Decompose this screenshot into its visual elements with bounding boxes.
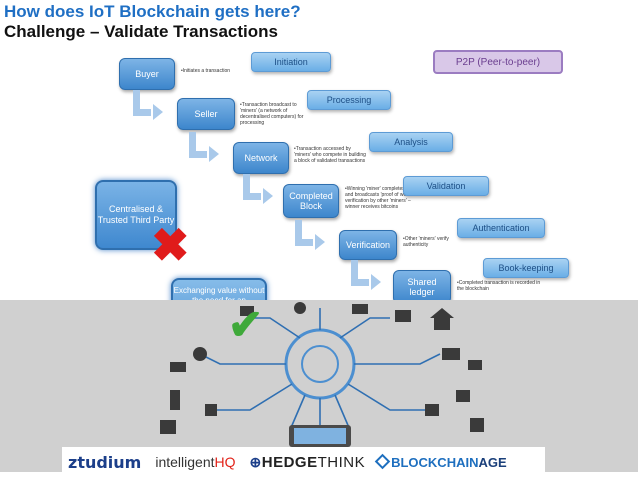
step-buyer: Buyer <box>119 58 175 90</box>
step-network: Network <box>233 142 289 174</box>
step-shared-ledger: Shared ledger <box>393 270 451 304</box>
step-note: •Completed transaction is recorded in th… <box>457 280 541 292</box>
partner-logos: ztudium intelligentHQ ⊕HEDGETHINK BLOCKC… <box>62 447 545 477</box>
arrow-icon <box>133 90 163 120</box>
stage-validation: Validation <box>403 176 489 196</box>
x-cross-icon: ✖ <box>151 219 190 271</box>
iot-network-illustration <box>0 300 638 472</box>
step-note: •Other 'miners' verify authenticity <box>403 236 449 248</box>
checkmark-icon: ✔ <box>228 301 264 348</box>
arrow-icon <box>243 174 273 204</box>
slide-title: How does IoT Blockchain gets here? <box>4 2 301 21</box>
logo-blockchainage: BLOCKCHAINAGE <box>371 453 507 470</box>
step-completed-block: Completed Block <box>283 184 339 218</box>
stage-authentication: Authentication <box>457 218 545 238</box>
step-note: •Initiates a transaction <box>181 68 230 74</box>
step-seller: Seller <box>177 98 235 130</box>
stage-initiation: Initiation <box>251 52 331 72</box>
blockchain-process-diagram: P2P (Peer-to-peer) Buyer •Initiates a tr… <box>85 44 570 344</box>
arrow-icon <box>189 132 219 162</box>
stage-analysis: Analysis <box>369 132 453 152</box>
step-note: •Transaction accessed by 'miners' who co… <box>294 146 366 164</box>
arrow-icon <box>351 260 381 290</box>
logo-hedgethink: ⊕HEDGETHINK <box>249 453 366 471</box>
logo-ztudium: ztudium <box>68 452 142 472</box>
hedgethink-mark-icon: ⊕ <box>249 453 262 470</box>
step-note: •Winning 'miner' completes a block and b… <box>345 186 423 210</box>
stage-book-keeping: Book-keeping <box>483 258 569 278</box>
slide-subtitle: Challenge – Validate Transactions <box>4 22 278 41</box>
step-note: •Transaction broadcast to 'miners' (a ne… <box>240 102 304 126</box>
p2p-label: P2P (Peer-to-peer) <box>433 50 563 74</box>
stage-processing: Processing <box>307 90 391 110</box>
logo-intelligenthq: intelligentHQ <box>155 454 236 470</box>
step-verification: Verification <box>339 230 397 260</box>
centralised-box: Centralised & Trusted Third Party <box>95 180 177 250</box>
blockchainage-mark-icon <box>374 453 391 469</box>
tablet-screen <box>294 428 346 444</box>
arrow-icon <box>295 220 325 250</box>
iot-network-icon <box>160 302 484 434</box>
